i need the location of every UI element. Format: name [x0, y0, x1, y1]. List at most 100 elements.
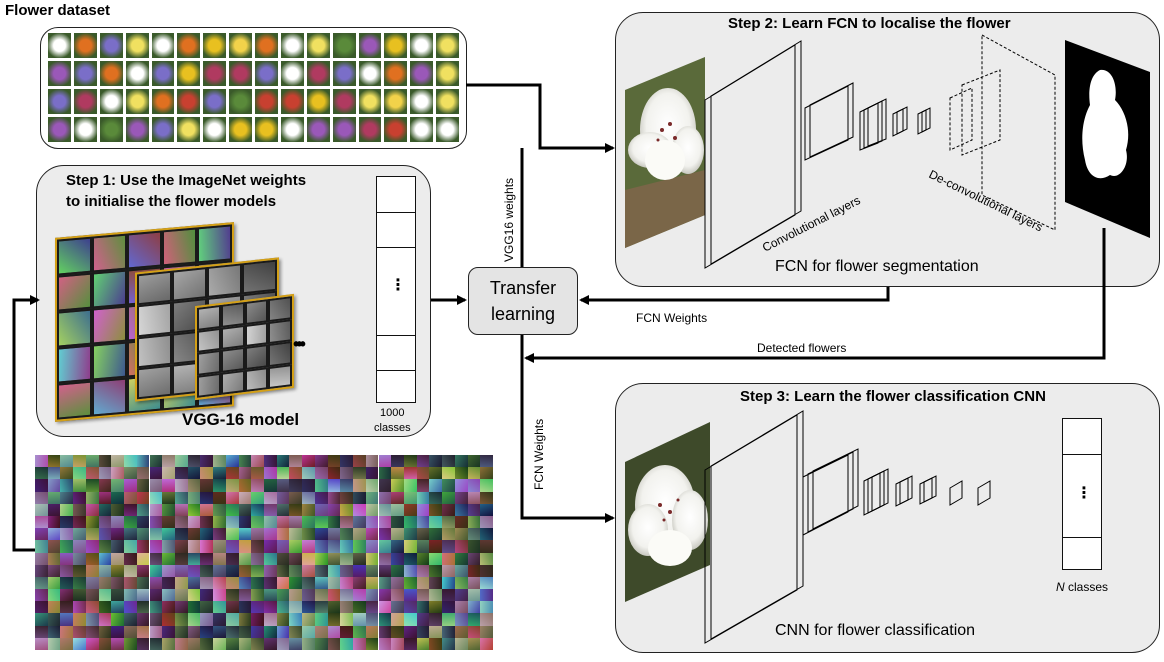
imagenet-thumbnail — [149, 564, 163, 577]
flower-thumbnail — [203, 117, 227, 142]
flower-thumbnail — [73, 61, 97, 86]
imagenet-thumbnail — [378, 540, 392, 553]
imagenet-thumbnail — [238, 564, 252, 577]
imagenet-thumbnail — [35, 637, 48, 650]
imagenet-thumbnail — [238, 637, 252, 650]
imagenet-thumbnail — [302, 625, 315, 638]
imagenet-thumbnail — [264, 455, 277, 468]
imagenet-thumbnail — [416, 589, 430, 602]
imagenet-thumbnail — [480, 503, 493, 516]
imagenet-thumbnail — [174, 528, 188, 541]
imagenet-thumbnail — [416, 540, 430, 553]
imagenet-thumbnail — [124, 601, 137, 614]
imagenet-thumbnail — [60, 491, 74, 504]
imagenet-thumbnail — [136, 613, 150, 626]
imagenet-thumbnail — [429, 601, 443, 614]
imagenet-thumbnail — [353, 552, 366, 565]
imagenet-thumbnail — [276, 491, 290, 504]
detected-flowers-label: Detected flowers — [757, 341, 846, 355]
imagenet-thumbnail — [162, 613, 175, 626]
imagenet-thumbnail — [162, 552, 175, 565]
imagenet-thumbnail — [85, 503, 99, 516]
imagenet-thumbnail — [391, 455, 404, 468]
imagenet-thumbnail — [340, 637, 354, 650]
imagenet-thumbnail — [289, 613, 303, 626]
imagenet-thumbnail — [111, 455, 125, 468]
imagenet-thumbnail — [454, 528, 468, 541]
imagenet-thumbnail — [60, 552, 74, 565]
imagenet-thumbnail — [187, 625, 201, 638]
imagenet-thumbnail — [378, 613, 392, 626]
flower-thumbnail — [229, 89, 252, 114]
imagenet-thumbnail — [60, 528, 74, 541]
flower-thumbnail — [99, 33, 123, 58]
vector-dots: ⋮ — [390, 277, 406, 294]
imagenet-thumbnail — [314, 503, 328, 516]
imagenet-thumbnail — [251, 576, 264, 590]
flower-thumbnail — [151, 61, 175, 86]
flower-thumbnail — [306, 117, 330, 142]
imagenet-thumbnail — [340, 503, 354, 516]
flower-thumbnail — [48, 89, 71, 114]
imagenet-thumbnail — [340, 491, 354, 504]
imagenet-thumbnail — [276, 503, 290, 516]
imagenet-thumbnail — [416, 601, 430, 614]
imagenet-thumbnail — [416, 528, 430, 541]
imagenet-thumbnail — [98, 515, 112, 529]
imagenet-thumbnail — [264, 613, 277, 626]
imagenet-thumbnail — [35, 479, 48, 492]
imagenet-thumbnail — [213, 637, 226, 650]
imagenet-thumbnail — [454, 564, 468, 577]
imagenet-thumbnail — [149, 503, 163, 516]
step2-conv-layers — [704, 40, 931, 269]
imagenet-thumbnail — [200, 467, 214, 480]
imagenet-thumbnail — [467, 552, 481, 565]
imagenet-thumbnail — [251, 515, 264, 529]
classes-output-vector: ⋮ — [376, 176, 416, 403]
imagenet-thumbnail — [403, 491, 417, 504]
flower-thumbnail — [99, 117, 123, 142]
imagenet-thumbnail — [302, 589, 315, 602]
imagenet-thumbnail — [238, 503, 252, 516]
imagenet-thumbnail — [213, 601, 226, 614]
imagenet-thumbnail — [264, 540, 277, 553]
segmentation-mask-output — [1065, 40, 1150, 238]
imagenet-thumbnail — [225, 528, 239, 541]
imagenet-thumbnail — [200, 564, 214, 577]
imagenet-thumbnail — [111, 637, 125, 650]
imagenet-thumbnail — [314, 564, 328, 577]
imagenet-thumbnail — [365, 564, 379, 577]
flower-thumbnail — [436, 61, 459, 86]
imagenet-thumbnail — [429, 455, 443, 468]
imagenet-thumbnail — [225, 576, 239, 590]
imagenet-thumbnail — [200, 589, 214, 602]
imagenet-thumbnail — [327, 491, 341, 504]
imagenet-thumbnail — [391, 613, 404, 626]
flower-thumbnail — [280, 117, 304, 142]
imagenet-thumbnail — [314, 479, 328, 492]
imagenet-thumbnail — [289, 601, 303, 614]
imagenet-thumbnail — [85, 601, 99, 614]
imagenet-thumbnail — [251, 552, 264, 565]
imagenet-thumbnail — [314, 637, 328, 650]
imagenet-thumbnail — [111, 515, 125, 529]
imagenet-thumbnail — [391, 637, 404, 650]
imagenet-thumbnail — [60, 613, 74, 626]
imagenet-thumbnail — [403, 515, 417, 529]
imagenet-thumbnail — [454, 467, 468, 480]
imagenet-thumbnail — [442, 455, 455, 468]
imagenet-thumbnail — [353, 467, 366, 480]
imagenet-thumbnail — [340, 515, 354, 529]
imagenet-thumbnail — [162, 455, 175, 468]
imagenet-thumbnail — [314, 552, 328, 565]
imagenet-thumbnail — [136, 576, 150, 590]
imagenet-thumbnail — [391, 552, 404, 565]
imagenet-thumbnail — [353, 455, 366, 468]
imagenet-thumbnail — [213, 528, 226, 541]
imagenet-thumbnail — [403, 503, 417, 516]
imagenet-thumbnail — [238, 491, 252, 504]
flower-thumbnail — [410, 33, 434, 58]
imagenet-thumbnail — [238, 625, 252, 638]
flower-thumbnail — [48, 61, 71, 86]
imagenet-thumbnail — [467, 528, 481, 541]
